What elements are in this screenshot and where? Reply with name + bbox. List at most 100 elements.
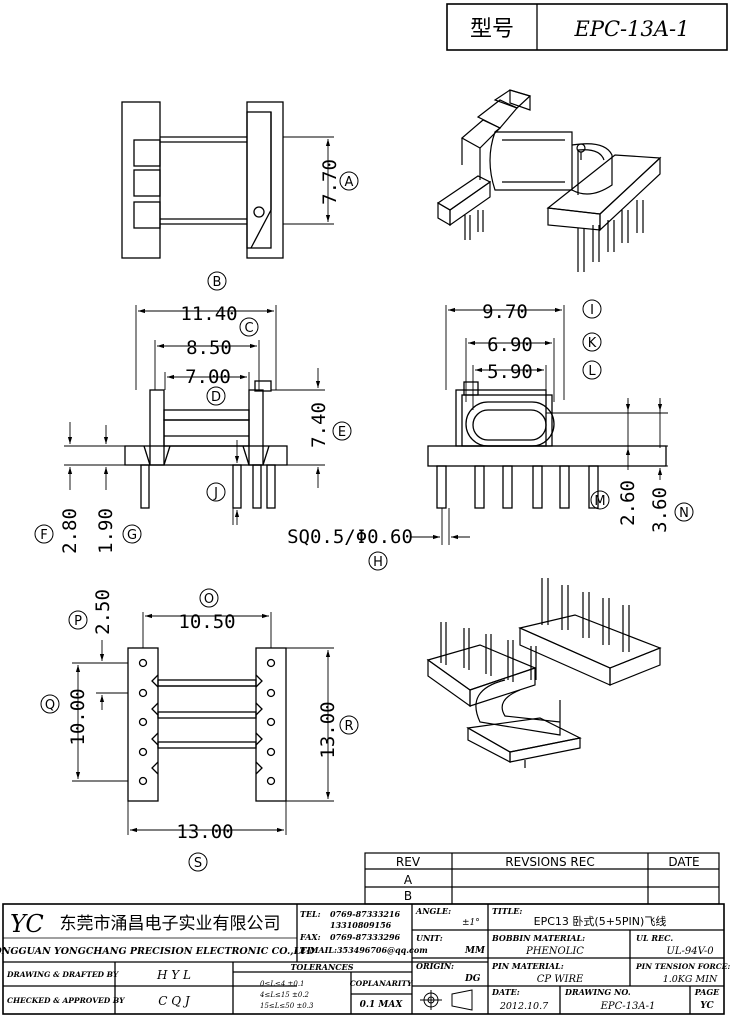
tension-value: 1.0KG MIN [663,974,718,985]
callout-c [239,317,259,337]
svg-text:F: F [40,528,47,543]
dim-q-value: 10.00 [67,688,89,745]
svg-text:N: N [679,506,689,521]
header-box: 型号 EPC-13A-1 [446,3,728,51]
svg-text:A: A [345,175,354,190]
rev-header: REV [396,855,421,869]
dim-g-value: 1.90 [95,508,117,554]
callouts [34,171,694,872]
callout-r [339,715,359,735]
fax-label: FAX: [299,932,321,942]
callout-e [332,421,352,441]
svg-text:H: H [373,555,383,570]
rec-header: REVSIONS REC [505,855,594,869]
callout-m [590,490,610,510]
callout-h [368,551,388,571]
front-view [64,305,325,525]
svg-text:D: D [211,390,221,405]
ul-value: UL-94V-0 [666,946,714,957]
dim-p-value: 2.50 [92,589,114,635]
svg-text:I: I [590,303,594,318]
origin-label: ORIGIN: [416,961,454,971]
tolerance-3: 15≤L≤50 ±0.3 [260,1002,314,1010]
page-label: PAGE [694,987,720,997]
fax-number: 0769-87333296 [330,932,401,942]
top-view [121,101,334,259]
title-block [2,903,725,1015]
title-value: EPC13 卧式(5+5PIN)飞线 [534,914,667,928]
svg-text:S: S [194,856,202,871]
bobbin-value: PHENOLIC [525,946,584,957]
isometric-view-top [436,89,662,272]
page-value: YC [700,1001,714,1011]
dim-m-value: 2.60 [617,480,639,526]
tel-1: 0769-87333216 [330,909,401,919]
unit-label: UNIT: [416,933,443,943]
callout-o [199,588,219,608]
svg-text:J: J [213,486,218,501]
tolerances-label: TOLERANCES [290,962,353,972]
callout-i [582,299,602,319]
pin-value: CP WIRE [537,974,584,985]
drawing-no-value: EPC-13A-1 [600,1001,656,1012]
svg-text:C: C [244,321,253,336]
dim-k-value: 6.90 [487,334,533,356]
projection-symbol-icon [420,989,473,1011]
company-logo: YC [10,910,44,938]
dim-r-value: 13.00 [317,701,339,758]
callout-p [68,610,88,630]
callout-a [339,171,359,191]
isometric-view-bottom [426,578,662,768]
svg-text:G: G [127,528,137,543]
svg-text:R: R [344,719,353,734]
dim-n-value: 3.60 [649,487,671,533]
title-label: TITLE: [492,906,522,916]
svg-text:O: O [204,592,214,607]
dim-a-value: 7.70 [319,159,341,205]
svg-text:Q: Q [45,698,55,713]
tension-label: PIN TENSION FORCE: [635,962,730,971]
callout-d [206,386,226,406]
date-label: DATE: [491,987,520,997]
angle-label: ANGLE: [415,906,451,916]
origin-value: DG [464,974,481,984]
callout-f [34,524,54,544]
drawn-label: DRAWING & DRAFTED BY [6,970,119,979]
svg-text:P: P [74,614,82,629]
unit-value: MM [464,946,486,956]
angle-value: ±1° [462,918,480,928]
dim-d-value: 7.00 [185,366,231,388]
callout-l [582,360,602,380]
dim-h-value: SQ0.5/Φ0.60 [287,526,413,548]
tel-2: 13310809156 [330,920,392,930]
callout-q [40,694,60,714]
date-value: 2012.10.7 [499,1001,549,1012]
part-number: EPC-13A-1 [574,17,690,41]
callout-g [122,524,142,544]
dim-f-value: 2.80 [59,508,81,554]
svg-text:K: K [588,336,597,351]
callout-j [206,482,226,502]
ul-label: UL REC. [636,933,673,943]
callout-s [188,852,208,872]
checked-value: C Q J [158,994,191,1008]
dim-c-value: 8.50 [186,337,232,359]
coplanarity-value: 0.1 MAX [360,1000,404,1010]
tolerance-1: 0≤L≤4 ±0.1 [260,980,305,988]
side-view [427,305,668,509]
dim-b-value: 11.40 [180,303,237,325]
dim-e-value: 7.40 [308,402,330,448]
bobbin-label: BOBBIN MATERIAL: [491,933,585,943]
pin-label: PIN MATERIAL: [491,961,564,971]
bottom-view [72,612,334,835]
drawn-value: H Y L [156,968,191,982]
drawing-no-label: DRAWING NO. [564,987,631,997]
rev-row-a: A [404,873,413,887]
company-name-en: DONGGUAN YONGCHANG PRECISION ELECTRONIC … [0,946,316,957]
svg-text:E: E [338,425,346,440]
rev-row-b: B [404,889,412,903]
dim-i-value: 9.70 [482,301,528,323]
date-header: DATE [668,855,699,869]
callout-n [674,502,694,522]
